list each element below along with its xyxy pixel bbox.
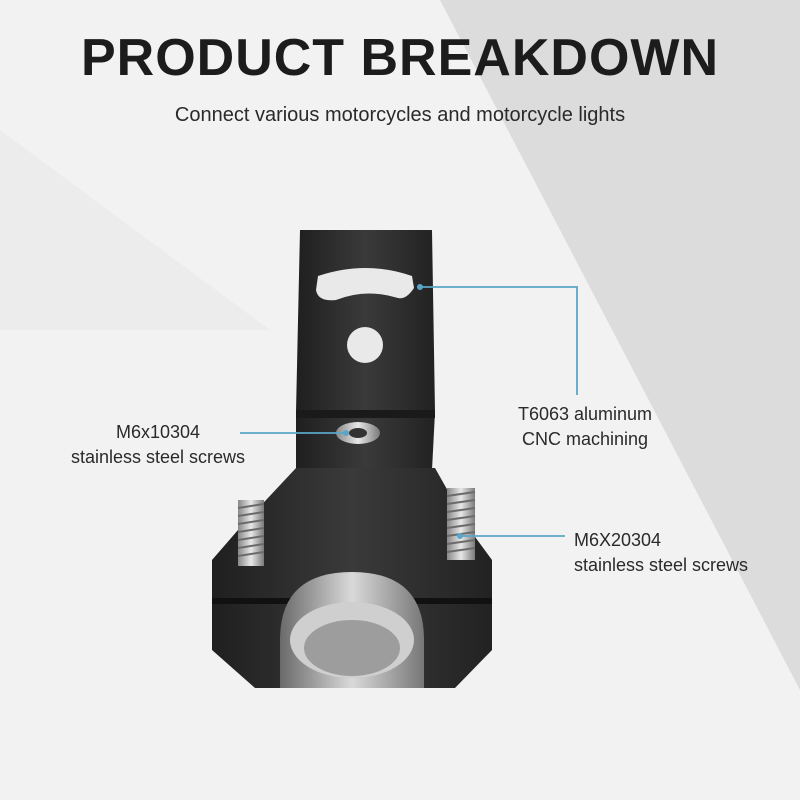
top-screw-head: [336, 422, 380, 444]
callout-aluminum-line1: T6063 aluminum: [517, 404, 653, 424]
callout-m6x10-line2: stainless steel screws: [70, 447, 246, 467]
clamp-body: [212, 468, 492, 688]
callout-m6x20-line1: M6X20304: [574, 530, 662, 550]
mounting-plate: [296, 230, 435, 470]
callout-m6x20-screws: M6X20304 stainless steel screws: [574, 528, 794, 578]
right-screw: [446, 488, 476, 560]
callout-aluminum-line2: CNC machining: [521, 429, 649, 449]
callout-lines: [240, 286, 578, 537]
left-screw: [237, 500, 265, 566]
callout-m6x10-screws: M6x10304 stainless steel screws: [48, 420, 268, 470]
callout-line-aluminum: [420, 286, 578, 395]
page-title: PRODUCT BREAKDOWN: [80, 29, 720, 87]
callout-m6x10-line1: M6x10304: [115, 422, 201, 442]
callout-aluminum: T6063 aluminum CNC machining: [480, 402, 690, 452]
page-subtitle: Connect various motorcycles and motorcyc…: [174, 104, 626, 126]
callout-m6x20-line2: stainless steel screws: [574, 555, 749, 575]
callout-dots: [343, 284, 463, 539]
